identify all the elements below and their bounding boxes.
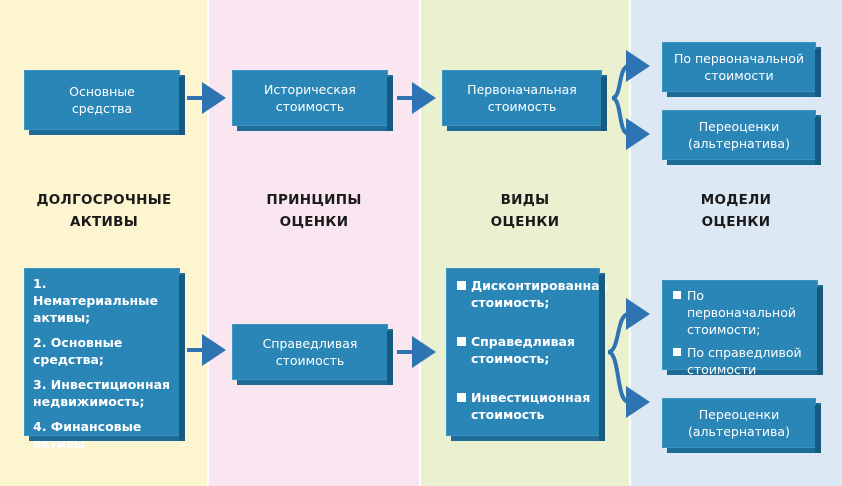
label-line: ОЦЕНКИ — [279, 214, 349, 230]
box-asset-list: 1. Нематериальные активы; 2. Основные ср… — [24, 268, 180, 451]
box-fair-value: Справедливая стоимость — [232, 324, 388, 380]
arrow-type-to-model1 — [611, 50, 650, 100]
label-valuation-principles: ПРИНЦИПЫ ОЦЕНКИ — [208, 189, 420, 233]
label-line: ПРИНЦИПЫ — [266, 192, 362, 208]
label-valuation-types: ВИДЫ ОЦЕНКИ — [420, 189, 630, 233]
box-text: Справедливая — [262, 336, 358, 351]
label-line: ОЦЕНКИ — [701, 214, 771, 230]
list-item: Справедливая стоимость; — [455, 333, 591, 367]
label-line: МОДЕЛИ — [700, 192, 772, 208]
box-text: Историческая — [264, 82, 356, 97]
box-text: Первоначальная — [467, 82, 577, 97]
box-text: стоимость — [275, 353, 345, 368]
box-text: Основные — [69, 84, 135, 99]
list-item: По справедливой стоимости — [671, 344, 809, 378]
box-text: (альтернатива) — [688, 424, 790, 439]
box-model-revaluation: Переоценки (альтернатива) — [662, 110, 816, 160]
arrow-type-to-model2 — [611, 96, 650, 150]
box-initial-cost: Первоначальная стоимость — [442, 70, 602, 126]
box-historical-cost: Историческая стоимость — [232, 70, 388, 126]
box-text: стоимости — [704, 68, 774, 83]
list-item: По первоначальной стоимости; — [671, 287, 809, 338]
list-item: 2. Основные средства; — [33, 335, 123, 367]
list-item: Дисконтированная стоимость; — [455, 277, 608, 311]
list-item: 4. Финансовые активы — [33, 419, 142, 451]
box-text: (альтернатива) — [688, 136, 790, 151]
box-model-cost-or-fair: По первоначальной стоимости; По справедл… — [662, 280, 818, 377]
label-line: ОЦЕНКИ — [490, 214, 560, 230]
box-text: средства — [71, 101, 133, 116]
label-valuation-models: МОДЕЛИ ОЦЕНКИ — [630, 189, 842, 233]
column-divider — [419, 0, 421, 486]
box-fixed-assets: Основные средства — [24, 70, 180, 130]
box-text: Переоценки — [698, 407, 780, 422]
arrow-types-to-model2 — [607, 350, 650, 418]
box-text: Переоценки — [698, 119, 780, 134]
box-text: стоимость — [487, 99, 557, 114]
label-line: ДОЛГОСРОЧНЫЕ — [36, 192, 172, 208]
list-item: 3. Инвестиционная недвижимость; — [33, 377, 171, 409]
box-text: стоимость — [275, 99, 345, 114]
box-model-revaluation-bottom: Переоценки (альтернатива) — [662, 398, 816, 448]
column-divider — [207, 0, 209, 486]
label-line: ВИДЫ — [500, 192, 550, 208]
list-item: 1. Нематериальные активы; — [33, 276, 158, 325]
box-text: По первоначальной — [673, 51, 804, 66]
arrow-types-to-model1 — [607, 298, 650, 354]
label-long-term-assets: ДОЛГОСРОЧНЫЕ АКТИВЫ — [0, 189, 208, 233]
box-model-initial-cost: По первоначальной стоимости — [662, 42, 816, 92]
label-line: АКТИВЫ — [69, 214, 139, 230]
box-valuation-types-list: Дисконтированная стоимость; Справедливая… — [446, 268, 608, 436]
column-divider — [629, 0, 631, 486]
list-item: Инвестиционная стоимость — [455, 389, 591, 423]
